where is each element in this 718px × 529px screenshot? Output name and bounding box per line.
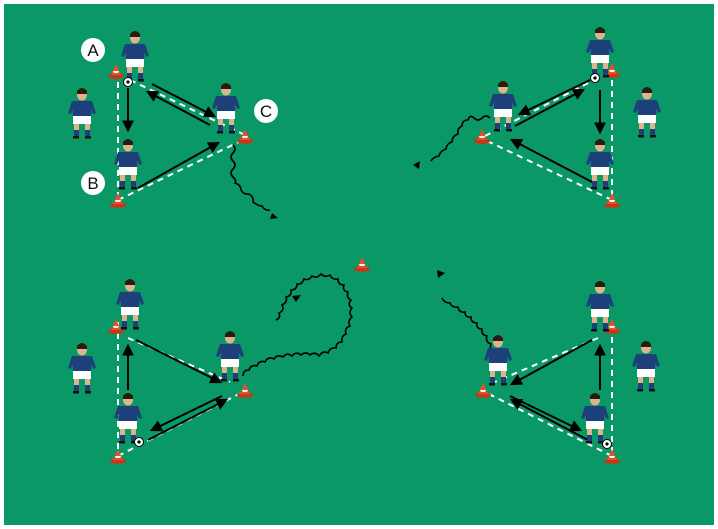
run-lines: [484, 326, 613, 457]
run-lines: [484, 77, 613, 201]
ball-icon: [590, 73, 600, 83]
dribble-arrowhead: [437, 270, 445, 278]
cone-icon: [604, 449, 620, 464]
player-icon: [632, 341, 660, 392]
label-a: A: [81, 38, 105, 62]
ball-icon: [123, 77, 133, 87]
dribble-arrowhead: [270, 213, 278, 219]
dribble-arrowhead: [292, 295, 301, 302]
player-icon: [216, 331, 244, 382]
dribble-path: [430, 115, 491, 162]
player-labels: A B C: [81, 38, 278, 195]
player-icon: [489, 81, 517, 132]
ball-icon: [134, 437, 144, 447]
player-icon: [581, 393, 609, 444]
drill-group-bottom-left: [68, 257, 370, 464]
drill-group-top-right: [413, 27, 661, 208]
cone-icon: [474, 129, 490, 144]
player-icon: [212, 83, 240, 134]
cone-icon: [354, 257, 370, 272]
dribble-path: [242, 272, 354, 377]
player-icon: [116, 279, 144, 330]
pass-arrows: [122, 83, 221, 189]
run-lines: [117, 79, 246, 201]
dribble-path: [441, 297, 497, 361]
player-icon: [633, 87, 661, 138]
label-b: B: [81, 171, 105, 195]
label-b-text: B: [87, 174, 98, 193]
cone-icon: [237, 129, 253, 144]
player-icon: [68, 88, 96, 139]
dribble-path: [230, 144, 271, 211]
pass-arrows: [509, 79, 606, 183]
label-c: C: [254, 99, 278, 123]
player-icon: [68, 343, 96, 394]
cone-icon: [604, 193, 620, 208]
drill-group-top-left: [68, 31, 278, 219]
cone-icon: [110, 449, 126, 464]
drill-group-bottom-right: [437, 270, 660, 464]
pass-arrows: [509, 339, 606, 441]
pass-arrows: [122, 339, 229, 441]
ball-icon: [602, 439, 612, 449]
label-a-text: A: [87, 41, 99, 60]
cone-icon: [237, 383, 253, 398]
run-lines: [117, 322, 244, 457]
cone-icon: [110, 193, 126, 208]
cone-icon: [108, 319, 124, 334]
dribble-arrowhead: [413, 161, 420, 169]
player-icon: [121, 31, 149, 82]
cone-icon: [475, 383, 491, 398]
label-c-text: C: [260, 102, 272, 121]
cone-icon: [108, 64, 124, 79]
